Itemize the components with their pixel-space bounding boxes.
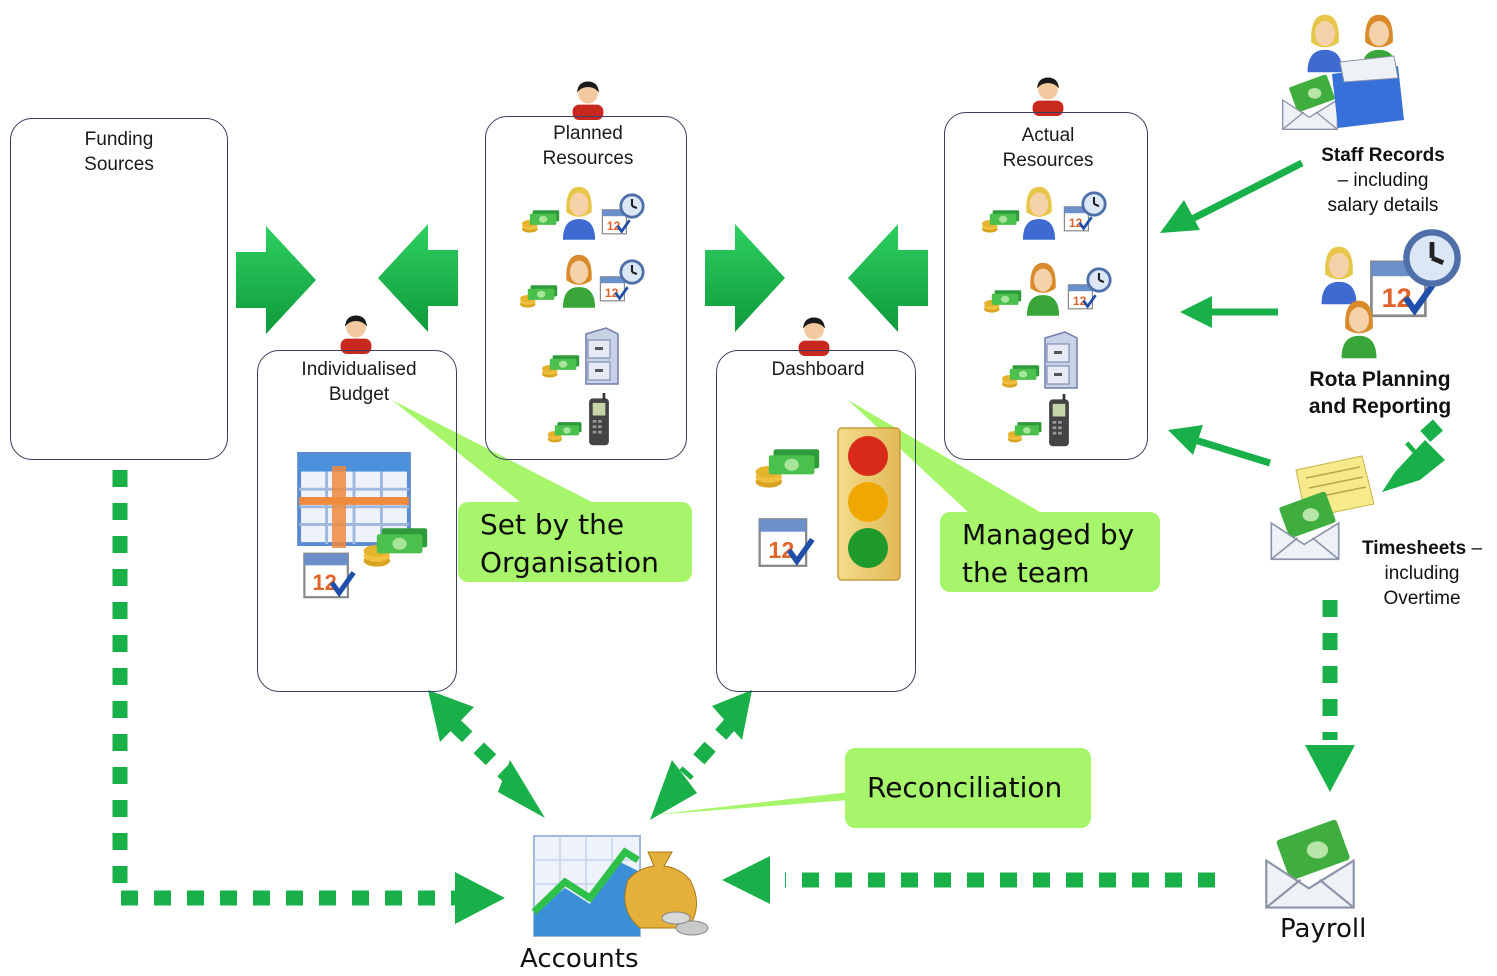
thin-arrows <box>1160 159 1304 467</box>
payroll-label: Payroll <box>1280 914 1367 944</box>
actual-person-icon <box>1032 77 1064 116</box>
budget-icons <box>297 451 428 597</box>
actual-title-line2: Resources <box>1002 150 1094 171</box>
dashboard-title: Dashboard <box>771 359 865 380</box>
traffic-green-icon <box>848 528 888 568</box>
accounts-label: Accounts <box>520 944 639 974</box>
planned-to-budget-arrow <box>378 224 458 332</box>
staff-records-line2: – including <box>1337 170 1429 191</box>
payroll-envelope-icon <box>1265 818 1355 909</box>
rota-icon <box>1321 232 1458 359</box>
individualised-budget-box <box>257 350 457 692</box>
budget-title-line2: Budget <box>328 384 390 405</box>
set-by-organisation-callout: Set by the Organisation <box>458 502 692 582</box>
planned-person-icon <box>572 81 604 120</box>
planned-resources-box <box>485 116 687 460</box>
timesheets-title: Timesheets <box>1361 538 1467 559</box>
budget-title-line1: Individualised <box>301 359 417 380</box>
rota-arrowhead <box>1180 296 1212 328</box>
budget-title: Individualised Budget <box>257 357 461 407</box>
managed-by-team-callout: Managed by the team <box>940 512 1160 592</box>
set-by-line2: Organisation <box>480 546 659 579</box>
timesheets-label: Timesheets – including Overtime <box>1348 536 1496 611</box>
traffic-red-icon <box>848 436 888 476</box>
staff-records-arrowhead <box>1160 200 1200 233</box>
funding-to-budget-arrow <box>236 226 316 334</box>
funding-sources-title: Funding Sources <box>10 127 228 177</box>
rota-planning-label: Rota Planning and Reporting <box>1282 366 1478 420</box>
arrowhead-to-dashboard <box>712 690 752 740</box>
dotted-flows <box>112 419 1443 906</box>
dashboard-icons <box>755 427 901 581</box>
planned-title: Planned Resources <box>487 121 689 171</box>
reconciliation-callout: Reconciliation <box>845 748 1091 828</box>
rota-line2: and Reporting <box>1308 395 1452 418</box>
arrowhead-budget-to-accounts <box>498 760 545 818</box>
dashboard-accounts-flow <box>679 717 738 780</box>
funding-title-line2: Sources <box>84 154 154 175</box>
arrowhead-to-timesheets <box>1382 440 1445 492</box>
dotted-arrowheads <box>428 440 1445 924</box>
timesheets-arrowhead <box>1168 425 1203 455</box>
staff-records-icon <box>1281 14 1404 131</box>
arrowhead-dashboard-to-accounts <box>650 760 697 820</box>
planned-title-line1: Planned <box>553 123 623 144</box>
managed-by-line1: Managed by <box>962 518 1135 551</box>
rota-to-timesheets-flow <box>1405 419 1443 456</box>
timesheets-dash: – <box>1466 538 1483 559</box>
timesheets-line3: Overtime <box>1383 588 1461 609</box>
budget-accounts-flow <box>449 719 516 784</box>
arrowhead-to-accounts-right <box>722 856 770 904</box>
traffic-amber-icon <box>848 482 888 522</box>
staff-records-label: Staff Records – including salary details <box>1290 143 1476 218</box>
actual-resources-box <box>944 112 1148 460</box>
budget-person-icon <box>340 315 372 354</box>
arrowhead-to-accounts-left <box>455 872 505 924</box>
planned-to-dashboard-arrow <box>705 224 785 332</box>
reconciliation-pointer <box>652 792 850 815</box>
actual-title: Actual Resources <box>946 123 1150 173</box>
actual-title-line1: Actual <box>1021 125 1075 146</box>
timesheets-line2: including <box>1384 563 1460 584</box>
arrowhead-to-payroll <box>1305 745 1355 792</box>
accounts-icon <box>531 835 709 937</box>
funding-sources-box <box>10 118 228 460</box>
dashboard-box <box>716 350 916 692</box>
staff-records-line3: salary details <box>1327 195 1439 216</box>
block-arrows <box>236 224 928 334</box>
planned-title-line2: Resources <box>542 148 634 169</box>
timesheets-icon <box>1270 455 1375 561</box>
managed-by-line2: the team <box>962 556 1090 589</box>
set-by-line1: Set by the <box>480 508 625 541</box>
funding-to-accounts-flow <box>112 470 455 906</box>
arrowhead-to-budget <box>428 690 474 742</box>
rota-line1: Rota Planning <box>1309 368 1451 391</box>
funding-title-line1: Funding <box>84 129 154 150</box>
staff-records-title: Staff Records <box>1321 145 1445 166</box>
actual-to-dashboard-arrow <box>848 224 928 332</box>
